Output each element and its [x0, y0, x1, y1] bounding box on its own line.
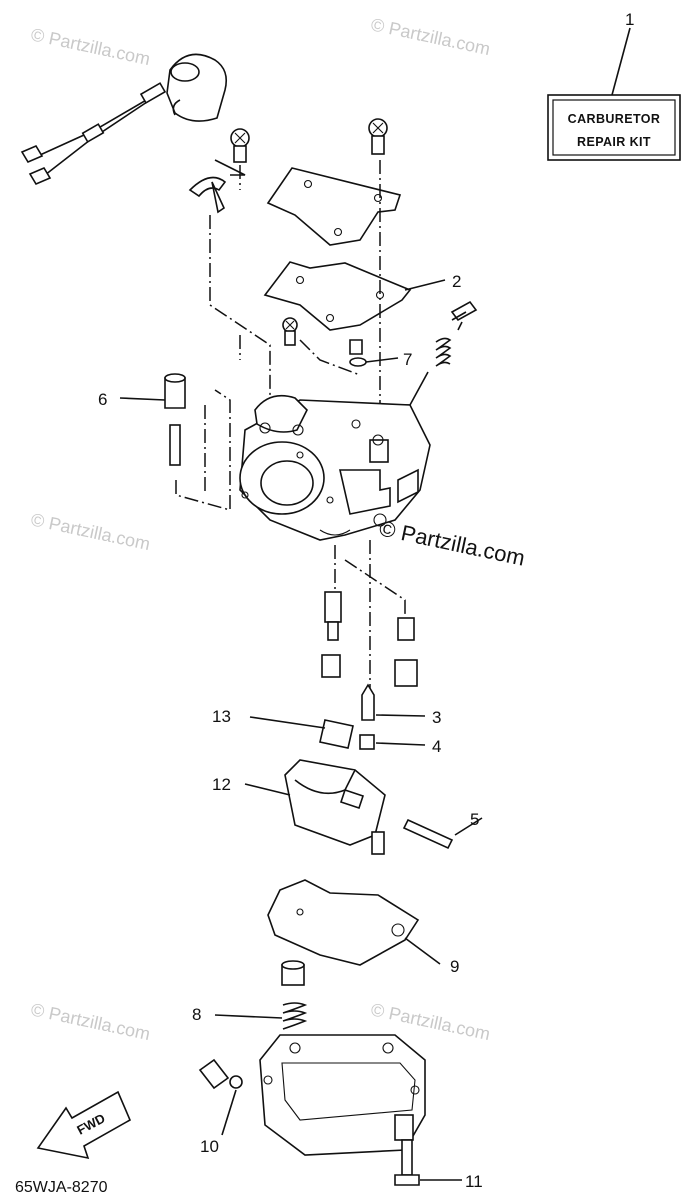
- callout-13: 13: [212, 707, 231, 726]
- callout-6: 6: [98, 390, 107, 409]
- callout-3: 3: [432, 708, 441, 727]
- cover-plate: [266, 167, 402, 246]
- callout-numbers: 1 2 3 4 5 6 7 8 9 10 11 12 13: [98, 10, 634, 1191]
- watermark-top-left: © Partzilla.com: [29, 24, 152, 69]
- callout-10: 10: [200, 1137, 219, 1156]
- watermarks: © Partzilla.com © Partzilla.com © Partzi…: [29, 14, 527, 1044]
- bolt-part-11: [394, 1139, 462, 1186]
- callout-7: 7: [403, 350, 412, 369]
- watermark-top-right: © Partzilla.com: [369, 14, 492, 59]
- main-jet-part-6: [119, 373, 186, 466]
- watermark-center-dark: © Partzilla.com: [377, 515, 527, 570]
- gasket-part-2: [263, 261, 412, 331]
- diagram-code: 65WJA-8270: [15, 1179, 108, 1196]
- wire-clip: [188, 176, 227, 214]
- kit-label-line2: REPAIR KIT: [577, 135, 651, 149]
- carburetor-body: [239, 394, 431, 541]
- callout-2: 2: [452, 272, 461, 291]
- callout-12: 12: [212, 775, 231, 794]
- wire-harness-connector: [20, 53, 228, 186]
- callout-4: 4: [432, 737, 441, 756]
- drain-screw: [198, 1058, 230, 1090]
- watermark-mid-left: © Partzilla.com: [29, 509, 152, 554]
- watermark-bottom-left: © Partzilla.com: [29, 999, 152, 1044]
- fwd-direction-arrow: FWD: [36, 1090, 132, 1160]
- callout-8: 8: [192, 1005, 201, 1024]
- lower-jets: [321, 591, 418, 687]
- float-pin-part-5: [402, 818, 454, 850]
- callout-9: 9: [450, 957, 459, 976]
- spring-part-8: [282, 1002, 308, 1030]
- callout-5: 5: [470, 810, 479, 829]
- float-clip-part-13: [319, 719, 354, 749]
- callout-1: 1: [625, 10, 634, 29]
- float-chamber-gasket-part-9: [267, 879, 420, 966]
- kit-label-line1: CARBURETOR: [568, 112, 661, 126]
- valve-seat-part-4: [359, 734, 375, 750]
- needle-valve-part-3: [361, 683, 375, 721]
- top-screws: [230, 118, 388, 163]
- assembly-centerlines: [175, 160, 406, 700]
- callout-11: 11: [465, 1172, 483, 1191]
- float-chamber-bowl: [259, 1034, 426, 1156]
- carburetor-repair-kit-box: CARBURETOR REPAIR KIT: [547, 27, 681, 161]
- float-part-12: [244, 759, 386, 855]
